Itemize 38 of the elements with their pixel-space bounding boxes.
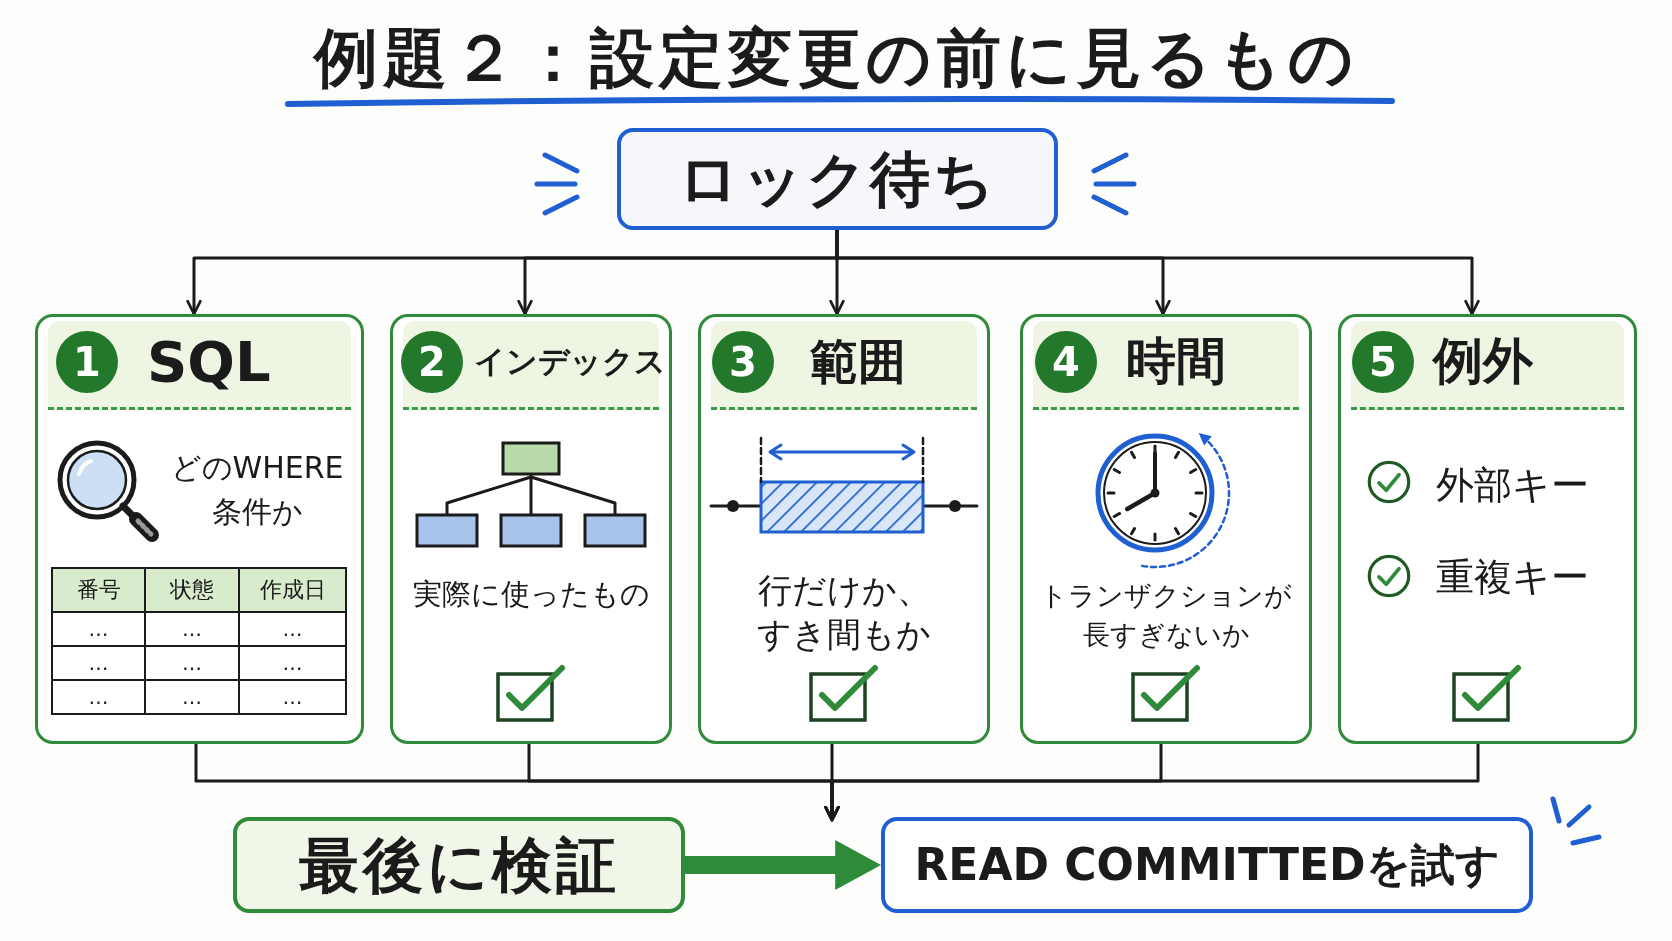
step-card	[1338, 314, 1637, 744]
card-heading: SQL	[147, 329, 271, 395]
card-heading: 時間	[1126, 333, 1226, 391]
step-card	[35, 314, 364, 744]
action-box	[881, 817, 1533, 913]
table-value: …	[52, 680, 145, 714]
table-value: …	[52, 646, 145, 680]
column-header: 作成日	[239, 568, 346, 612]
step-card	[698, 314, 990, 744]
card-text: 実際に使ったもの	[412, 576, 650, 613]
table-value: …	[145, 646, 239, 680]
connector-arrow	[824, 744, 1480, 822]
column-header: 番号	[52, 568, 145, 612]
card-heading: 例外	[1433, 333, 1533, 391]
connector-arrow	[835, 230, 1480, 316]
card-heading: 範囲	[810, 334, 906, 390]
page-title: 例題２：設定変更の前に見るもの	[313, 22, 1359, 96]
card-text: どのWHERE条件か	[169, 449, 345, 531]
topic-box	[617, 128, 1058, 230]
box-label: 最後に検証	[298, 830, 620, 900]
card-text: 重複キー	[1436, 556, 1589, 600]
table-value: …	[239, 612, 346, 646]
card-heading: インデックス	[474, 344, 666, 380]
table-value: …	[239, 680, 346, 714]
step-box	[233, 817, 685, 913]
column-header: 状態	[145, 568, 239, 612]
card-text: 外部キー	[1436, 464, 1589, 508]
table-value: …	[145, 612, 239, 646]
box-label: READ COMMITTEDを試す	[914, 839, 1500, 891]
box-label: ロック待ち	[678, 144, 997, 214]
step-card	[1020, 314, 1312, 744]
card-text: 行だけか、すき間もか	[756, 569, 932, 657]
step-card	[390, 314, 672, 744]
thick-arrow	[685, 842, 882, 888]
table-value: …	[239, 646, 346, 680]
table-value: …	[145, 680, 239, 714]
table-value: …	[52, 612, 145, 646]
card-text: トランザクションが長すぎないか	[1039, 579, 1293, 653]
